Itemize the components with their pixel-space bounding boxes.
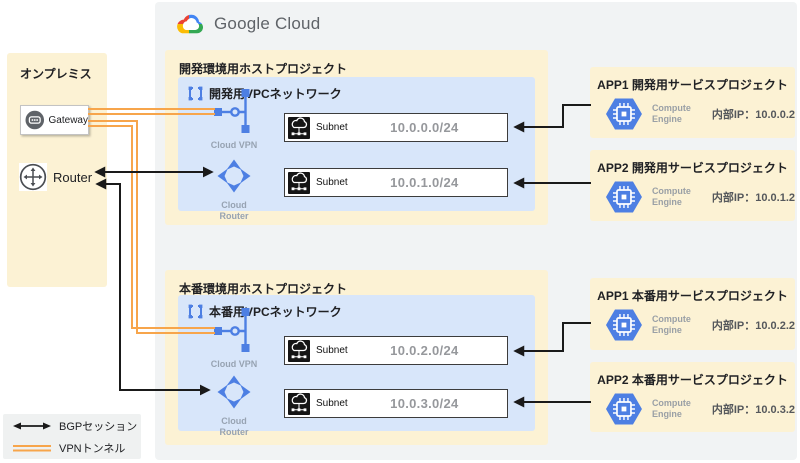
internal-ip-label: 内部IP：10.0.1.2 <box>711 192 795 204</box>
service-project-app2-prod: APP2 本番用サービスプロジェクト Compute Engine 内部IP：1… <box>590 362 795 432</box>
prod-cloud-vpn-label: Cloud VPN <box>210 359 258 369</box>
dev-host-title: 開発環境用ホストプロジェクト <box>179 62 348 76</box>
vpc-icon <box>188 304 203 319</box>
subnet-label: Subnet <box>316 398 348 409</box>
gateway-node: Gateway <box>20 105 89 135</box>
dev-cloud-router-label: Cloud Router <box>219 200 249 221</box>
google-cloud-icon <box>177 14 203 34</box>
subnet-cidr: 10.0.1.0/24 <box>390 175 459 190</box>
subnet-label: Subnet <box>316 177 348 188</box>
dev-cloud-vpn-label: Cloud VPN <box>210 140 258 150</box>
onprem-title: オンプレミス <box>20 67 92 81</box>
subnet-icon <box>288 392 310 415</box>
service-project-title: APP2 本番用サービスプロジェクト <box>597 373 788 387</box>
internal-ip-label: 内部IP：10.0.2.2 <box>711 320 795 332</box>
gateway-icon <box>25 110 45 130</box>
internal-ip-label: 内部IP：10.0.3.2 <box>711 404 795 416</box>
cloud-vpn-icon <box>214 308 250 352</box>
service-project-title: APP1 本番用サービスプロジェクト <box>597 289 788 303</box>
onprem-panel: オンプレミス Gateway Router <box>7 53 107 287</box>
compute-engine-icon <box>605 98 642 130</box>
legend-vpn-label: VPNトンネル <box>59 442 126 455</box>
dev-subnet-2: Subnet 10.0.1.0/24 <box>284 168 508 197</box>
prod-cloud-router: Cloud Router <box>206 375 262 438</box>
prod-subnet-1: Subnet 10.0.2.0/24 <box>284 336 508 365</box>
gateway-label: Gateway <box>48 114 88 126</box>
compute-engine-label: Compute Engine <box>651 186 691 207</box>
legend: BGPセッション VPNトンネル <box>3 414 141 459</box>
cloud-vpn-icon <box>214 89 250 133</box>
dev-subnet-1: Subnet 10.0.0.0/24 <box>284 113 508 142</box>
cloud-router-icon <box>217 375 251 409</box>
onprem-router-node: Router <box>19 163 92 191</box>
dev-host-project: 開発環境用ホストプロジェクト 開発用VPCネットワーク Cloud VPN <box>165 50 548 225</box>
compute-engine-icon <box>605 181 642 213</box>
cloud-router-icon <box>217 159 251 193</box>
subnet-icon <box>288 171 310 194</box>
dev-vpc-network: 開発用VPCネットワーク Cloud VPN Cloud Router <box>178 77 535 221</box>
service-project-app1-prod: APP1 本番用サービスプロジェクト Compute Engine 内部IP：1… <box>590 278 795 350</box>
compute-engine-label: Compute Engine <box>651 314 691 335</box>
internal-ip-label: 内部IP：10.0.0.2 <box>711 109 795 121</box>
prod-subnet-2: Subnet 10.0.3.0/24 <box>284 389 508 418</box>
service-project-title: APP1 開発用サービスプロジェクト <box>597 78 788 92</box>
subnet-cidr: 10.0.0.0/24 <box>390 120 459 135</box>
google-cloud-logo: Google Cloud <box>172 10 320 38</box>
onprem-router-label: Router <box>53 169 93 185</box>
subnet-label: Subnet <box>316 122 348 133</box>
bgp-arrow-icon <box>13 422 51 429</box>
legend-vpn-row: VPNトンネル <box>13 440 141 456</box>
compute-engine-icon <box>605 393 642 425</box>
prod-cloud-vpn: Cloud VPN <box>206 308 262 370</box>
dev-cloud-router: Cloud Router <box>206 159 262 222</box>
legend-bgp-label: BGPセッション <box>59 420 138 433</box>
compute-engine-label: Compute Engine <box>651 103 691 124</box>
router-icon <box>19 163 47 191</box>
google-cloud-logo-text: Google Cloud <box>214 14 321 33</box>
dev-cloud-vpn: Cloud VPN <box>206 89 262 151</box>
prod-host-title: 本番環境用ホストプロジェクト <box>179 282 348 296</box>
subnet-icon <box>288 339 310 362</box>
subnet-icon <box>288 116 310 139</box>
subnet-cidr: 10.0.2.0/24 <box>390 343 459 358</box>
service-project-app1-dev: APP1 開発用サービスプロジェクト Compute Engine 内部IP：1… <box>590 67 795 138</box>
compute-engine-label: Compute Engine <box>651 398 691 419</box>
vpn-tunnel-icon <box>13 444 51 451</box>
service-project-app2-dev: APP2 開発用サービスプロジェクト Compute Engine 内部IP：1… <box>590 150 795 221</box>
prod-cloud-router-label: Cloud Router <box>219 416 249 437</box>
compute-engine-icon <box>605 309 642 341</box>
subnet-cidr: 10.0.3.0/24 <box>390 396 459 411</box>
subnet-label: Subnet <box>316 345 348 356</box>
service-project-title: APP2 開発用サービスプロジェクト <box>597 161 788 175</box>
prod-vpc-network: 本番用VPCネットワーク Cloud VPN Cloud Router <box>178 295 535 437</box>
vpc-icon <box>188 86 203 101</box>
prod-host-project: 本番環境用ホストプロジェクト 本番用VPCネットワーク Cloud VPN <box>165 270 548 445</box>
legend-bgp-row: BGPセッション <box>13 418 141 434</box>
